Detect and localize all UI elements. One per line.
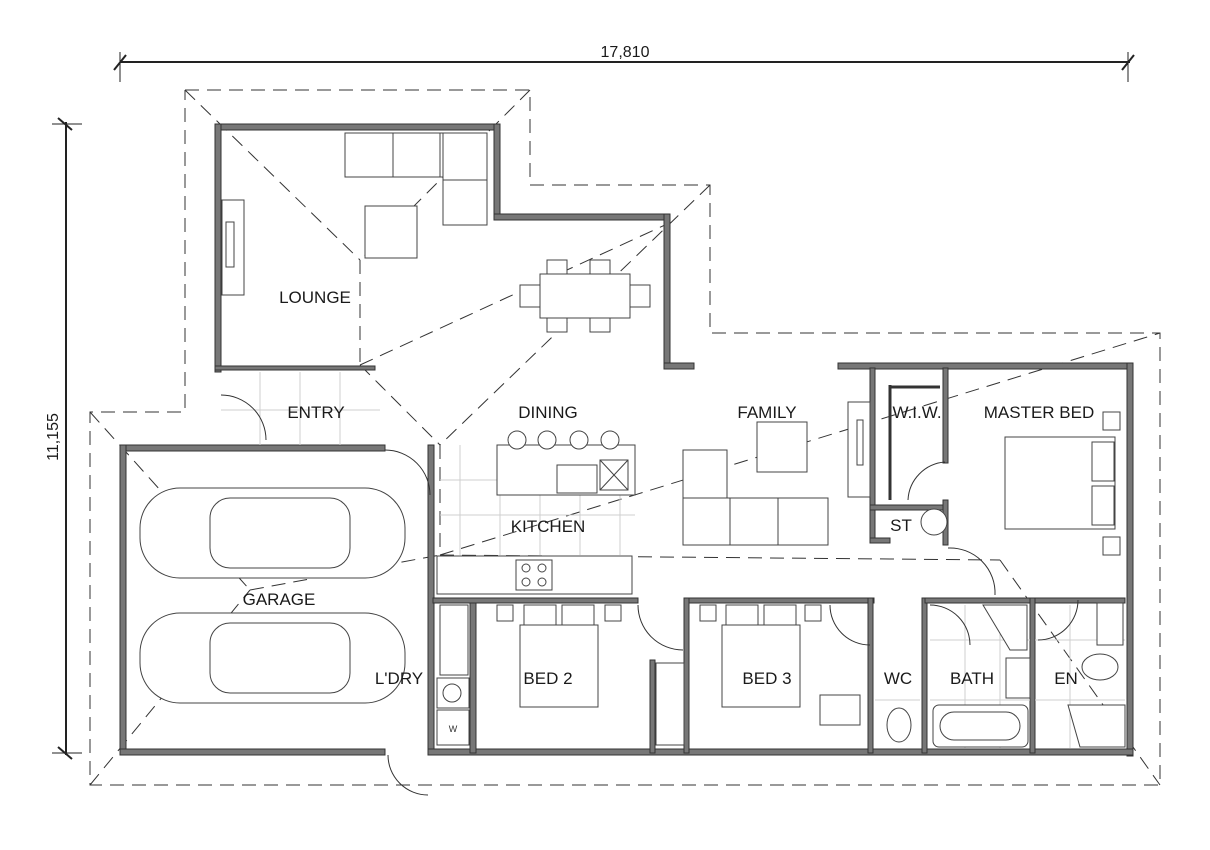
room-label-st: ST xyxy=(890,516,912,535)
garage-cars xyxy=(139,487,406,704)
width-dimension-label: 17,810 xyxy=(601,44,650,61)
depth-dimension: 11,155 xyxy=(45,117,82,760)
room-label-bed3: BED 3 xyxy=(742,669,791,688)
hot-water-cylinder xyxy=(920,508,948,536)
room-label-dining: DINING xyxy=(518,403,578,422)
bed2-bed xyxy=(496,604,622,708)
laundry-fixtures: W xyxy=(436,677,470,746)
room-label-family: FAMILY xyxy=(737,403,796,422)
room-label-kitchen: KITCHEN xyxy=(511,517,586,536)
bed3-wardrobe xyxy=(655,662,685,746)
master-bed xyxy=(1004,411,1121,556)
family-sofa xyxy=(682,401,871,546)
room-label-bed2: BED 2 xyxy=(523,669,572,688)
laundry-cupboard xyxy=(439,604,469,676)
depth-dimension-label: 11,155 xyxy=(45,413,62,461)
bathroom-fixtures xyxy=(886,602,1126,748)
washer-label: W xyxy=(449,724,458,734)
room-label-master-bed: MASTER BED xyxy=(984,403,1095,422)
lounge-sofa xyxy=(221,132,488,296)
room-label-bath: BATH xyxy=(950,669,994,688)
room-label-lounge: LOUNGE xyxy=(279,288,351,307)
doors xyxy=(220,394,1079,796)
dining-table xyxy=(519,259,651,333)
wardrobe-rail xyxy=(888,385,940,500)
room-label-wc: WC xyxy=(884,669,912,688)
width-dimension: 17,810 xyxy=(113,44,1135,82)
room-labels: LOUNGE ENTRY DINING FAMILY W.I.W. MASTER… xyxy=(243,288,1095,688)
room-label-laundry: L'DRY xyxy=(375,669,423,688)
kitchen-island xyxy=(436,430,636,595)
room-label-wiw: W.I.W. xyxy=(892,403,941,422)
bed3-bed xyxy=(699,604,861,726)
walls xyxy=(119,123,1134,757)
room-label-garage: GARAGE xyxy=(243,590,316,609)
room-label-en: EN xyxy=(1054,669,1078,688)
room-label-entry: ENTRY xyxy=(287,403,344,422)
